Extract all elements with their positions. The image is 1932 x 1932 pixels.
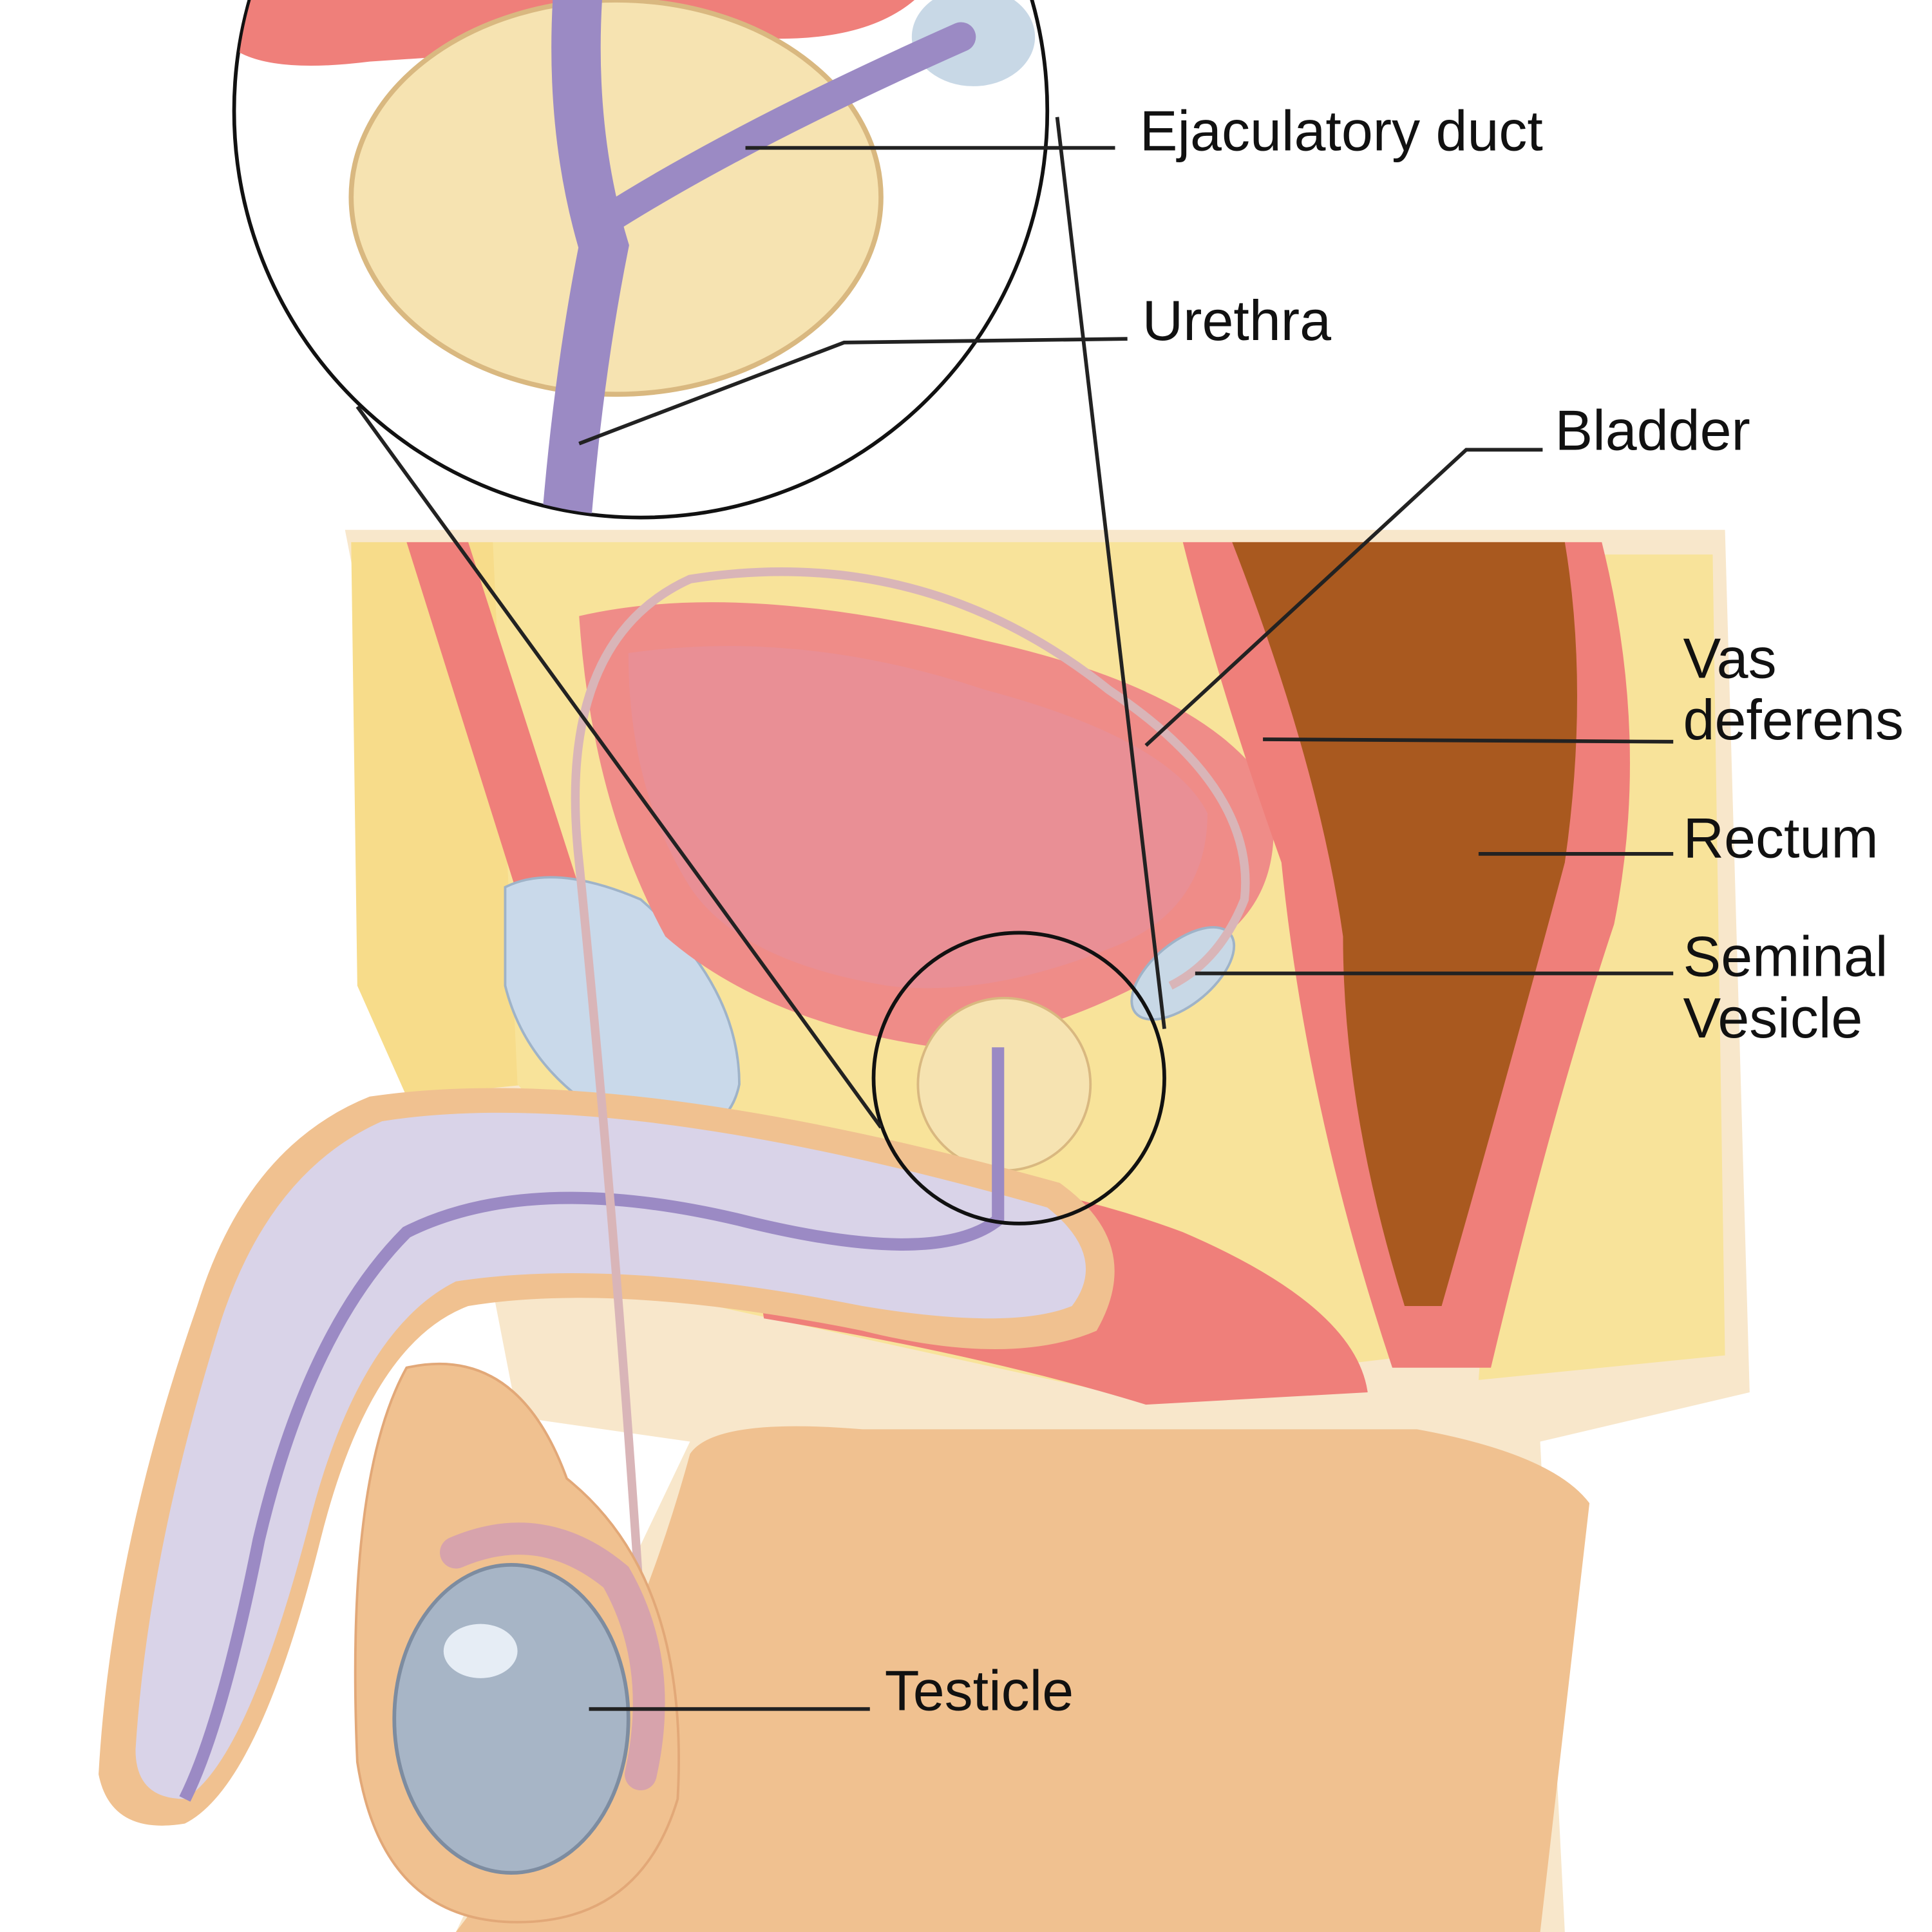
label-seminal-vesicle-line1: Seminal <box>1683 924 1888 988</box>
label-vas-deferens-line2: deferens <box>1683 688 1904 752</box>
label-seminal-vesicle-line2: Vesicle <box>1683 986 1863 1050</box>
inset-ejaculatory-duct <box>589 22 976 237</box>
thigh <box>455 1426 1590 1932</box>
label-rectum: Rectum <box>1683 806 1879 870</box>
leader-lines <box>578 146 1674 1711</box>
vas-deferens-tube <box>571 567 1250 1615</box>
abdominal-muscle <box>406 542 580 974</box>
bladder-lumen <box>628 646 1208 989</box>
label-vas-deferens-line1: Vas <box>1683 626 1777 690</box>
inset-urethra <box>542 0 629 516</box>
corpus-spongiosum <box>135 1112 1086 1799</box>
testicle <box>392 1562 630 1875</box>
label-ejaculatory-duct: Ejaculatory duct <box>1140 99 1543 162</box>
rectum-lumen <box>1232 542 1577 1307</box>
urethra-tube <box>179 1047 1005 1802</box>
label-urethra: Urethra <box>1142 289 1331 352</box>
body-section <box>99 529 1750 1932</box>
labels: Ejaculatory duct Urethra Bladder Vas def… <box>885 99 1904 1722</box>
detail-circle-small <box>871 931 1166 1226</box>
label-bladder: Bladder <box>1555 398 1750 462</box>
magnified-inset <box>232 0 1166 1129</box>
label-testicle: Testicle <box>885 1659 1074 1723</box>
testicle-highlight <box>443 1624 518 1678</box>
